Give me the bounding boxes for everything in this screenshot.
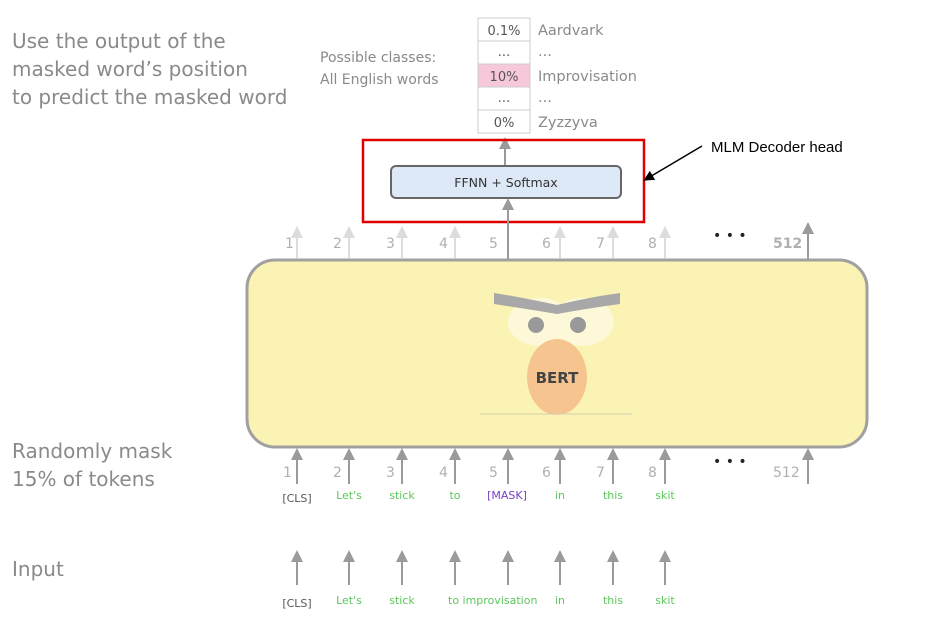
bert-face: BERT — [480, 293, 632, 415]
bottom-position-number: 3 — [386, 465, 395, 481]
top-position-number: 512 — [773, 236, 802, 252]
bottom-positions: 1 2 3 4 5 6 7 8 • • • 512 — [283, 448, 814, 484]
bottom-ellipsis: • • • — [713, 454, 747, 470]
bottom-position-number: 7 — [596, 465, 605, 481]
predict-note-line: masked word’s position — [12, 57, 248, 81]
masked-token: in — [555, 489, 565, 502]
masked-token: stick — [389, 489, 415, 502]
input-arrows — [291, 550, 671, 585]
input-token: in — [555, 594, 565, 607]
top-positions: 1 2 3 4 5 6 7 8 • • • 512 — [285, 222, 814, 262]
classes-caption: Possible classes: — [320, 50, 436, 66]
mask-note: Randomly mask 15% of tokens — [12, 439, 173, 491]
masked-token: to — [449, 489, 460, 502]
bert-nose — [527, 339, 587, 415]
top-position-number: 7 — [596, 236, 605, 252]
top-position-number: 2 — [333, 236, 342, 252]
input-token-row: [CLS] Let's stick to improvisation in th… — [282, 594, 675, 610]
decoder-head-highlight — [361, 138, 646, 224]
top-ellipsis: • • • — [713, 228, 747, 244]
input-token: to improvisation — [448, 594, 537, 607]
classes-caption: All English words — [320, 72, 439, 88]
class-word: ... — [538, 90, 552, 106]
prob-value: ... — [498, 45, 510, 60]
masked-token: skit — [655, 489, 675, 502]
bottom-position-number: 512 — [773, 465, 800, 481]
input-note: Input — [12, 557, 64, 581]
bottom-position-number: 1 — [283, 465, 292, 481]
prob-value: 10% — [490, 70, 519, 85]
masked-token: [CLS] — [282, 492, 311, 505]
predict-note: Use the output of the masked word’s posi… — [12, 29, 287, 109]
prob-value: 0.1% — [487, 24, 520, 39]
predict-note-line: to predict the masked word — [12, 85, 287, 109]
class-probability-table: 0.1% ... 10% ... 0% Aardvark ... Improvi… — [477, 17, 637, 134]
bottom-position-number: 5 — [489, 465, 498, 481]
bert-label: BERT — [536, 369, 580, 387]
top-position-number: 6 — [542, 236, 551, 252]
top-position-number: 8 — [648, 236, 657, 252]
input-token: this — [603, 594, 623, 607]
top-position-number: 5 — [489, 236, 498, 252]
class-word: Aardvark — [538, 23, 604, 39]
input-token: [CLS] — [282, 597, 311, 610]
class-word: ... — [538, 44, 552, 60]
prob-value: 0% — [494, 116, 515, 131]
bert-eyebrow — [494, 293, 620, 314]
input-token: Let's — [336, 594, 362, 607]
ffnn-softmax-label: FFNN + Softmax — [454, 175, 557, 190]
predict-note-line: Use the output of the — [12, 29, 226, 53]
class-word: Zyzzyva — [538, 115, 598, 131]
mask-note-line: Randomly mask — [12, 439, 173, 463]
prob-cell — [477, 109, 531, 134]
masked-token: Let's — [336, 489, 362, 502]
mask-note-line: 15% of tokens — [12, 467, 155, 491]
prob-value: ... — [498, 91, 510, 106]
bert-left-pupil — [528, 317, 544, 333]
bottom-position-number: 2 — [333, 465, 342, 481]
masked-token-row: [CLS] Let's stick to [MASK] in this skit — [282, 489, 675, 505]
input-token: skit — [655, 594, 675, 607]
class-word: Improvisation — [538, 69, 637, 85]
bottom-position-number: 4 — [439, 465, 448, 481]
bottom-position-number: 6 — [542, 465, 551, 481]
top-position-number: 1 — [285, 236, 294, 252]
top-position-number: 4 — [439, 236, 448, 252]
masked-token-mask: [MASK] — [487, 489, 527, 502]
callout-arrow — [643, 145, 703, 181]
top-position-number: 3 — [386, 236, 395, 252]
input-token: stick — [389, 594, 415, 607]
bottom-position-number: 8 — [648, 465, 657, 481]
bert-right-pupil — [570, 317, 586, 333]
masked-token: this — [603, 489, 623, 502]
decoder-callout: MLM Decoder head — [711, 139, 843, 156]
